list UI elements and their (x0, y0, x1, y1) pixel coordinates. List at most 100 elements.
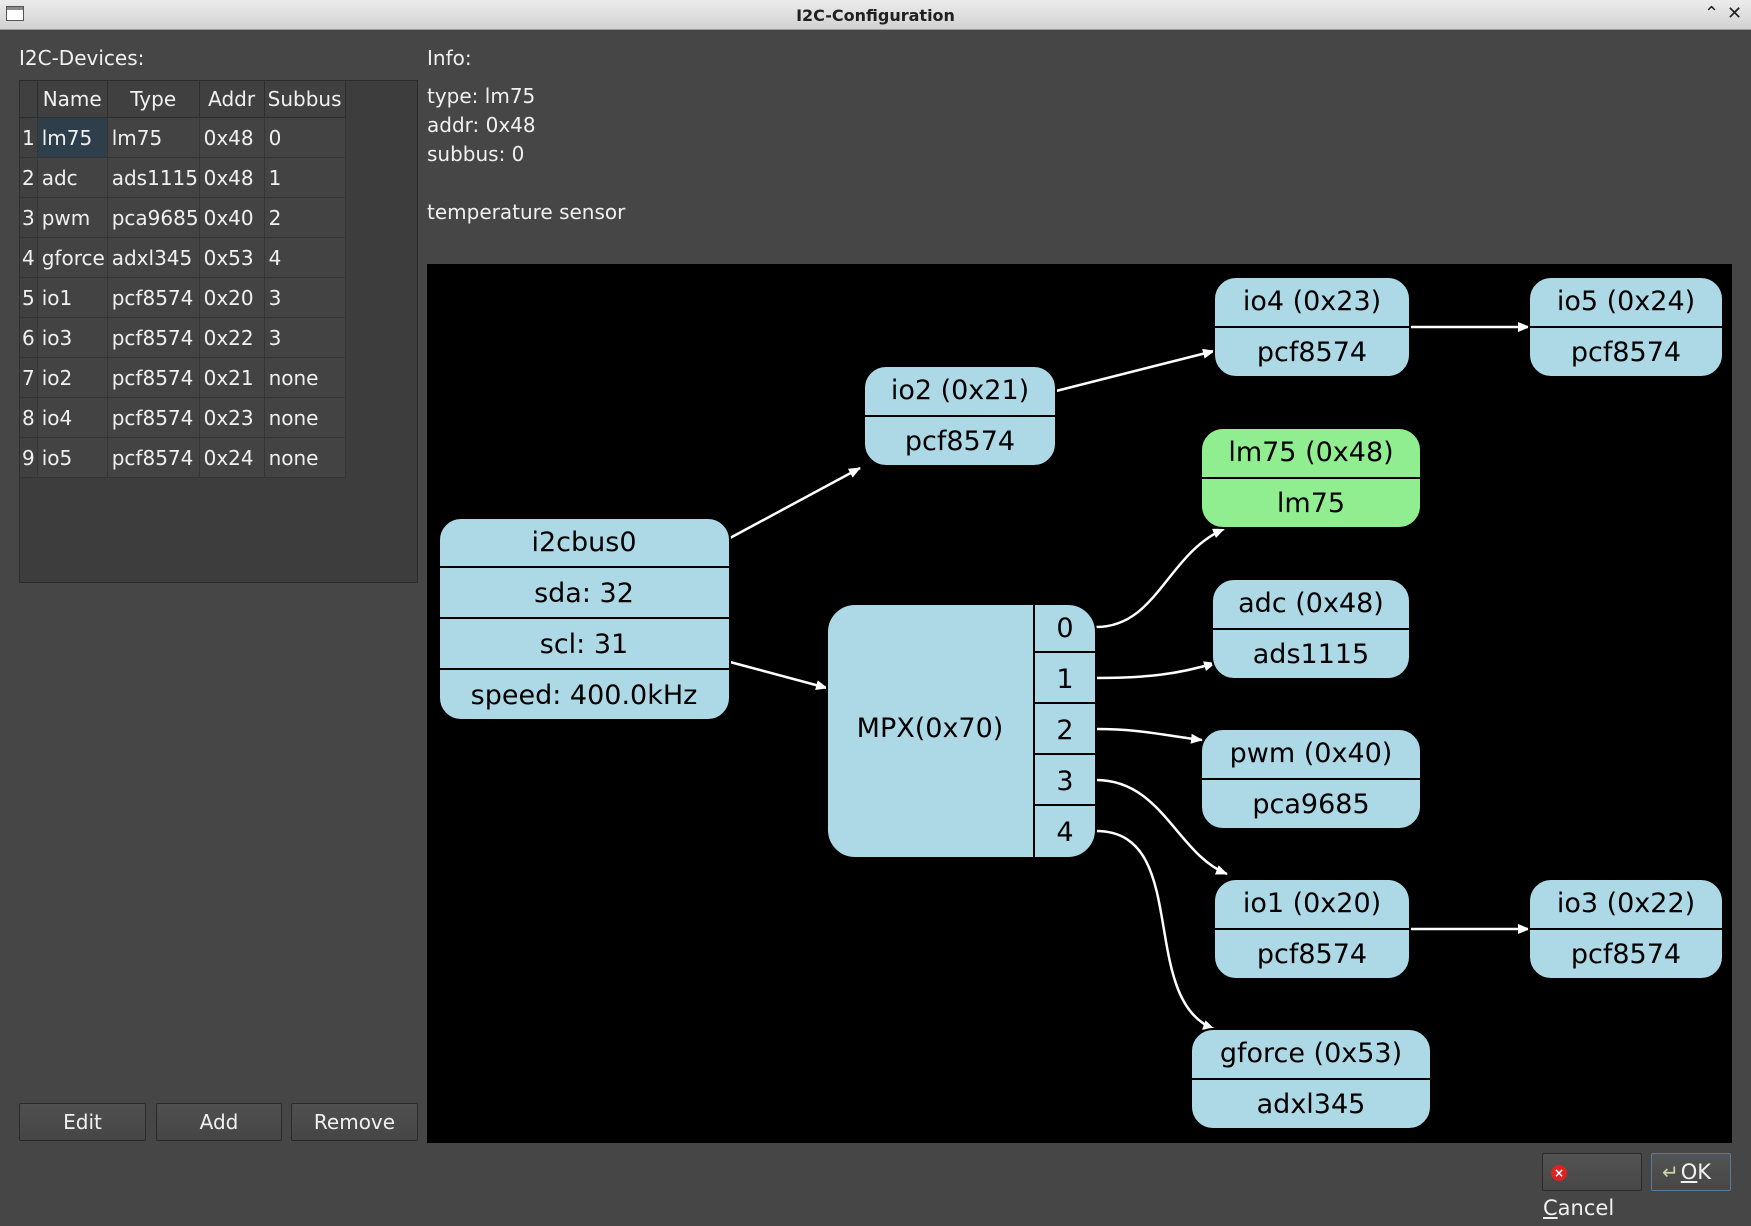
column-header-name[interactable]: Name (37, 81, 108, 118)
close-icon[interactable]: ✕ (1727, 3, 1743, 24)
device-name-cell[interactable]: io4 (37, 397, 108, 438)
device-addr-cell[interactable]: 0x53 (199, 237, 265, 278)
graph-node-adc[interactable]: adc (0x48) ads1115 (1211, 578, 1411, 680)
graph-node-mpx[interactable]: MPX(0x70) 0 1 2 3 4 (826, 603, 1097, 859)
device-type-cell[interactable]: pcf8574 (107, 277, 200, 318)
graph-node-gforce[interactable]: gforce (0x53) adxl345 (1190, 1028, 1432, 1130)
graph-node-io2[interactable]: io2 (0x21) pcf8574 (863, 365, 1057, 467)
row-number[interactable]: 5 (20, 277, 38, 318)
device-addr-cell[interactable]: 0x23 (199, 397, 265, 438)
device-addr-cell[interactable]: 0x20 (199, 277, 265, 318)
device-addr-cell[interactable]: 0x48 (199, 117, 265, 158)
device-type-cell[interactable]: pcf8574 (107, 437, 200, 478)
device-subbus-cell[interactable]: none (264, 397, 346, 438)
device-addr-cell[interactable]: 0x24 (199, 437, 265, 478)
edge-io2-io4 (1055, 348, 1215, 393)
row-number[interactable]: 8 (20, 397, 38, 438)
device-type-cell[interactable]: pcf8574 (107, 397, 200, 438)
node-type: pcf8574 (1257, 337, 1367, 368)
cancel-button[interactable]: ×Cancel (1542, 1153, 1642, 1220)
ok-checkmark-icon: ↵ (1662, 1160, 1679, 1184)
node-type: pcf8574 (1571, 939, 1681, 970)
device-addr-cell[interactable]: 0x40 (199, 197, 265, 238)
ok-button[interactable]: ↵OK (1651, 1153, 1731, 1191)
edge-bus-io2 (729, 466, 861, 540)
row-number[interactable]: 4 (20, 237, 38, 278)
cancel-mnemonic: C (1543, 1196, 1558, 1220)
device-type-cell[interactable]: pcf8574 (107, 357, 200, 398)
mpx-port-0: 0 (1056, 613, 1073, 644)
device-name-cell[interactable]: io3 (37, 317, 108, 358)
bus-sda: sda: 32 (534, 578, 634, 609)
bus-title: i2cbus0 (531, 527, 636, 558)
device-subbus-cell[interactable]: 3 (264, 317, 346, 358)
window-titlebar: I2C-Configuration ⌃ ✕ (0, 0, 1751, 30)
device-name-cell[interactable]: io2 (37, 357, 108, 398)
row-number[interactable]: 7 (20, 357, 38, 398)
node-type: pca9685 (1252, 789, 1369, 820)
device-subbus-cell[interactable]: 2 (264, 197, 346, 238)
mpx-title: MPX(0x70) (857, 713, 1004, 744)
add-button[interactable]: Add (156, 1103, 282, 1141)
node-type: adxl345 (1257, 1089, 1366, 1120)
device-type-cell[interactable]: ads1115 (107, 157, 200, 198)
row-number[interactable]: 2 (20, 157, 38, 198)
row-number[interactable]: 6 (20, 317, 38, 358)
node-type: pcf8574 (905, 426, 1015, 457)
device-subbus-cell[interactable]: none (264, 357, 346, 398)
edit-button[interactable]: Edit (19, 1103, 146, 1141)
graph-node-pwm[interactable]: pwm (0x40) pca9685 (1200, 728, 1422, 830)
device-addr-cell[interactable]: 0x48 (199, 157, 265, 198)
device-subbus-cell[interactable]: 4 (264, 237, 346, 278)
device-addr-cell[interactable]: 0x22 (199, 317, 265, 358)
minimize-icon[interactable]: ⌃ (1704, 3, 1720, 24)
column-header-type[interactable]: Type (107, 81, 200, 118)
device-type-cell[interactable]: pcf8574 (107, 317, 200, 358)
remove-button[interactable]: Remove (291, 1103, 418, 1141)
row-number[interactable]: 3 (20, 197, 38, 238)
row-number[interactable]: 1 (20, 117, 38, 158)
device-subbus-cell[interactable]: none (264, 437, 346, 478)
device-type-cell[interactable]: pca9685 (107, 197, 200, 238)
device-type-cell[interactable]: adxl345 (107, 237, 200, 278)
device-graph[interactable]: i2cbus0 sda: 32 scl: 31 speed: 400.0kHz … (427, 264, 1732, 1143)
device-name-cell[interactable]: lm75 (37, 117, 108, 158)
device-name-cell[interactable]: io1 (37, 277, 108, 318)
device-subbus-cell[interactable]: 1 (264, 157, 346, 198)
device-name-cell[interactable]: pwm (37, 197, 108, 238)
graph-node-lm75[interactable]: lm75 (0x48) lm75 (1200, 427, 1422, 529)
graph-node-io5[interactable]: io5 (0x24) pcf8574 (1528, 276, 1724, 378)
devices-label: I2C-Devices: (19, 46, 145, 70)
node-title: pwm (0x40) (1230, 738, 1393, 769)
device-subbus-cell[interactable]: 0 (264, 117, 346, 158)
graph-edges (729, 322, 1530, 1031)
device-name-cell[interactable]: adc (37, 157, 108, 198)
cancel-icon: × (1551, 1165, 1567, 1181)
graph-node-io3[interactable]: io3 (0x22) pcf8574 (1528, 878, 1724, 980)
device-name-cell[interactable]: io5 (37, 437, 108, 478)
row-number[interactable]: 9 (20, 437, 38, 478)
graph-node-io1[interactable]: io1 (0x20) pcf8574 (1213, 878, 1411, 980)
graph-node-io4[interactable]: io4 (0x23) pcf8574 (1213, 276, 1411, 378)
column-header-addr[interactable]: Addr (199, 81, 265, 118)
device-name-cell[interactable]: gforce (37, 237, 108, 278)
device-subbus-cell[interactable]: 3 (264, 277, 346, 318)
window-app-icon[interactable] (6, 6, 24, 21)
graph-node-i2cbus0[interactable]: i2cbus0 sda: 32 scl: 31 speed: 400.0kHz (438, 517, 731, 721)
info-subbus: subbus: 0 (427, 142, 525, 166)
node-title: io4 (0x23) (1243, 286, 1381, 317)
info-label: Info: (427, 46, 472, 70)
device-addr-cell[interactable]: 0x21 (199, 357, 265, 398)
column-header-subbus[interactable]: Subbus (264, 81, 346, 118)
device-type-cell[interactable]: lm75 (107, 117, 200, 158)
